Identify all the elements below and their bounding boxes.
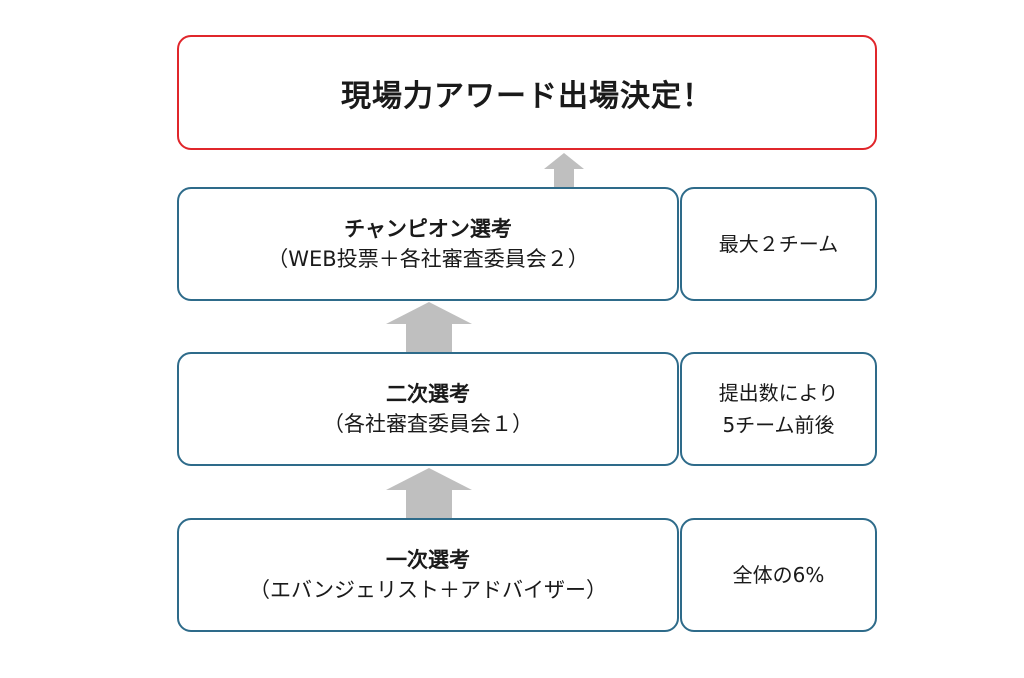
stage-second-title: 二次選考 xyxy=(386,382,470,406)
goal-box: 現場力アワード出場決定！ xyxy=(177,35,877,150)
stage-first-title: 一次選考 xyxy=(386,548,470,572)
note-line: 全体の6% xyxy=(732,563,825,587)
arrow-up-icon xyxy=(386,468,472,518)
stage-second-note: 提出数により 5チーム前後 xyxy=(680,352,877,466)
stage-first-note: 全体の6% xyxy=(680,518,877,632)
stage-first-box: 一次選考 （エバンジェリスト＋アドバイザー） xyxy=(177,518,679,632)
stage-champion-title: チャンピオン選考 xyxy=(344,217,512,241)
arrow-up-icon xyxy=(386,302,472,352)
note-line: 5チーム前後 xyxy=(722,413,835,437)
goal-title: 現場力アワード出場決定！ xyxy=(341,78,713,114)
stage-first-subtitle: （エバンジェリスト＋アドバイザー） xyxy=(248,578,608,602)
stage-champion-note: 最大２チーム xyxy=(680,187,877,301)
note-line: 提出数により xyxy=(718,381,839,405)
stage-champion-box: チャンピオン選考 （WEB投票＋各社審査委員会２） xyxy=(177,187,679,301)
note-line: 最大２チーム xyxy=(718,232,839,256)
stage-second-subtitle: （各社審査委員会１） xyxy=(323,412,533,436)
stage-second-box: 二次選考 （各社審査委員会１） xyxy=(177,352,679,466)
stage-champion-subtitle: （WEB投票＋各社審査委員会２） xyxy=(267,247,589,271)
arrow-up-icon xyxy=(544,153,584,187)
